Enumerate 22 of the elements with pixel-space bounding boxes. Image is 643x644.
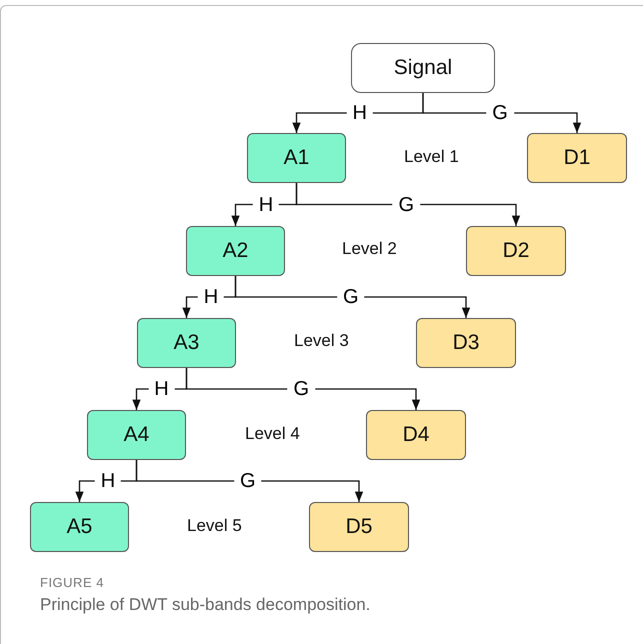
- detail-box: D3: [416, 318, 516, 368]
- input-box: Signal: [351, 43, 495, 93]
- detail-box: D5: [309, 502, 409, 552]
- arrow: [136, 460, 364, 502]
- level-label: Level 5: [187, 516, 242, 536]
- detail-box: D2: [466, 226, 566, 276]
- approximation-box: A3: [137, 318, 236, 368]
- arrow: [296, 183, 520, 226]
- arrow: [186, 368, 420, 410]
- detail-box: D1: [527, 133, 627, 183]
- approximation-box: A5: [30, 502, 129, 552]
- approximation-box: A2: [186, 226, 285, 276]
- level-label: Level 1: [404, 147, 459, 167]
- detail-box: D4: [366, 410, 466, 460]
- level-label: Level 2: [342, 239, 397, 259]
- approximation-box: A1: [247, 133, 346, 183]
- figure-number: FIGURE 4: [40, 575, 104, 590]
- arrow: [234, 276, 470, 318]
- level-label: Level 4: [245, 424, 300, 444]
- level-label: Level 3: [294, 331, 349, 351]
- approximation-box: A4: [87, 410, 186, 460]
- caption: Principle of DWT sub-bands decomposition.: [40, 595, 370, 615]
